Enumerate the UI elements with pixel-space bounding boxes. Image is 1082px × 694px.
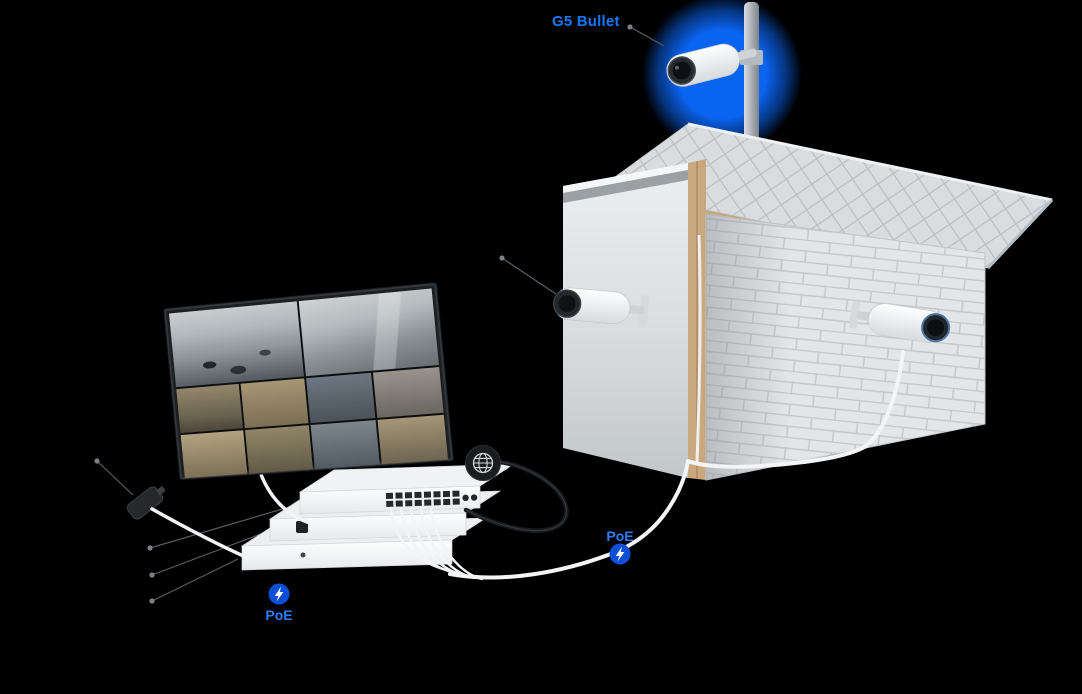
- camera-feed-tile: [377, 414, 449, 465]
- left-wall-panel: [563, 163, 688, 478]
- camera-feed-tile: [240, 378, 309, 428]
- patch-cable: [399, 506, 460, 576]
- ethernet-ports: [385, 490, 478, 507]
- camera-feed-tile: [176, 384, 243, 433]
- device-stack: [240, 463, 516, 571]
- power-adapter: [126, 485, 166, 520]
- internet-globe-icon: [465, 445, 501, 481]
- camera-feed-tile: [244, 424, 313, 474]
- wall-camera-left: [552, 287, 649, 326]
- building: [563, 122, 1054, 481]
- camera-feed-tile: [298, 288, 439, 377]
- camera-feed-tile: [180, 429, 248, 479]
- g5-bullet-label: G5 Bullet: [552, 13, 620, 30]
- cables: [150, 350, 905, 581]
- g5-bullet-camera: [666, 43, 757, 87]
- camera-feed-tile: [306, 373, 376, 423]
- wall-conduit-cable: [695, 234, 702, 463]
- camera-feed-tile: [372, 367, 444, 418]
- camera-feed-tile: [168, 301, 305, 388]
- building-cable: [686, 350, 905, 469]
- poe-run-cable: [448, 459, 690, 580]
- monitor-cable: [256, 464, 312, 525]
- camera-feed-tile: [310, 419, 380, 469]
- monitor-screen: [168, 288, 449, 479]
- poe-label-cable: PoE: [606, 528, 634, 544]
- device-screen: [296, 521, 308, 533]
- surveillance-monitor: [163, 283, 454, 480]
- poe-label-stack: PoE: [265, 607, 293, 623]
- poe-bolt-icon: [609, 543, 631, 565]
- poe-bolt-icon: [268, 583, 290, 605]
- adapter-cable: [150, 507, 250, 560]
- wall-camera-right: [848, 300, 951, 343]
